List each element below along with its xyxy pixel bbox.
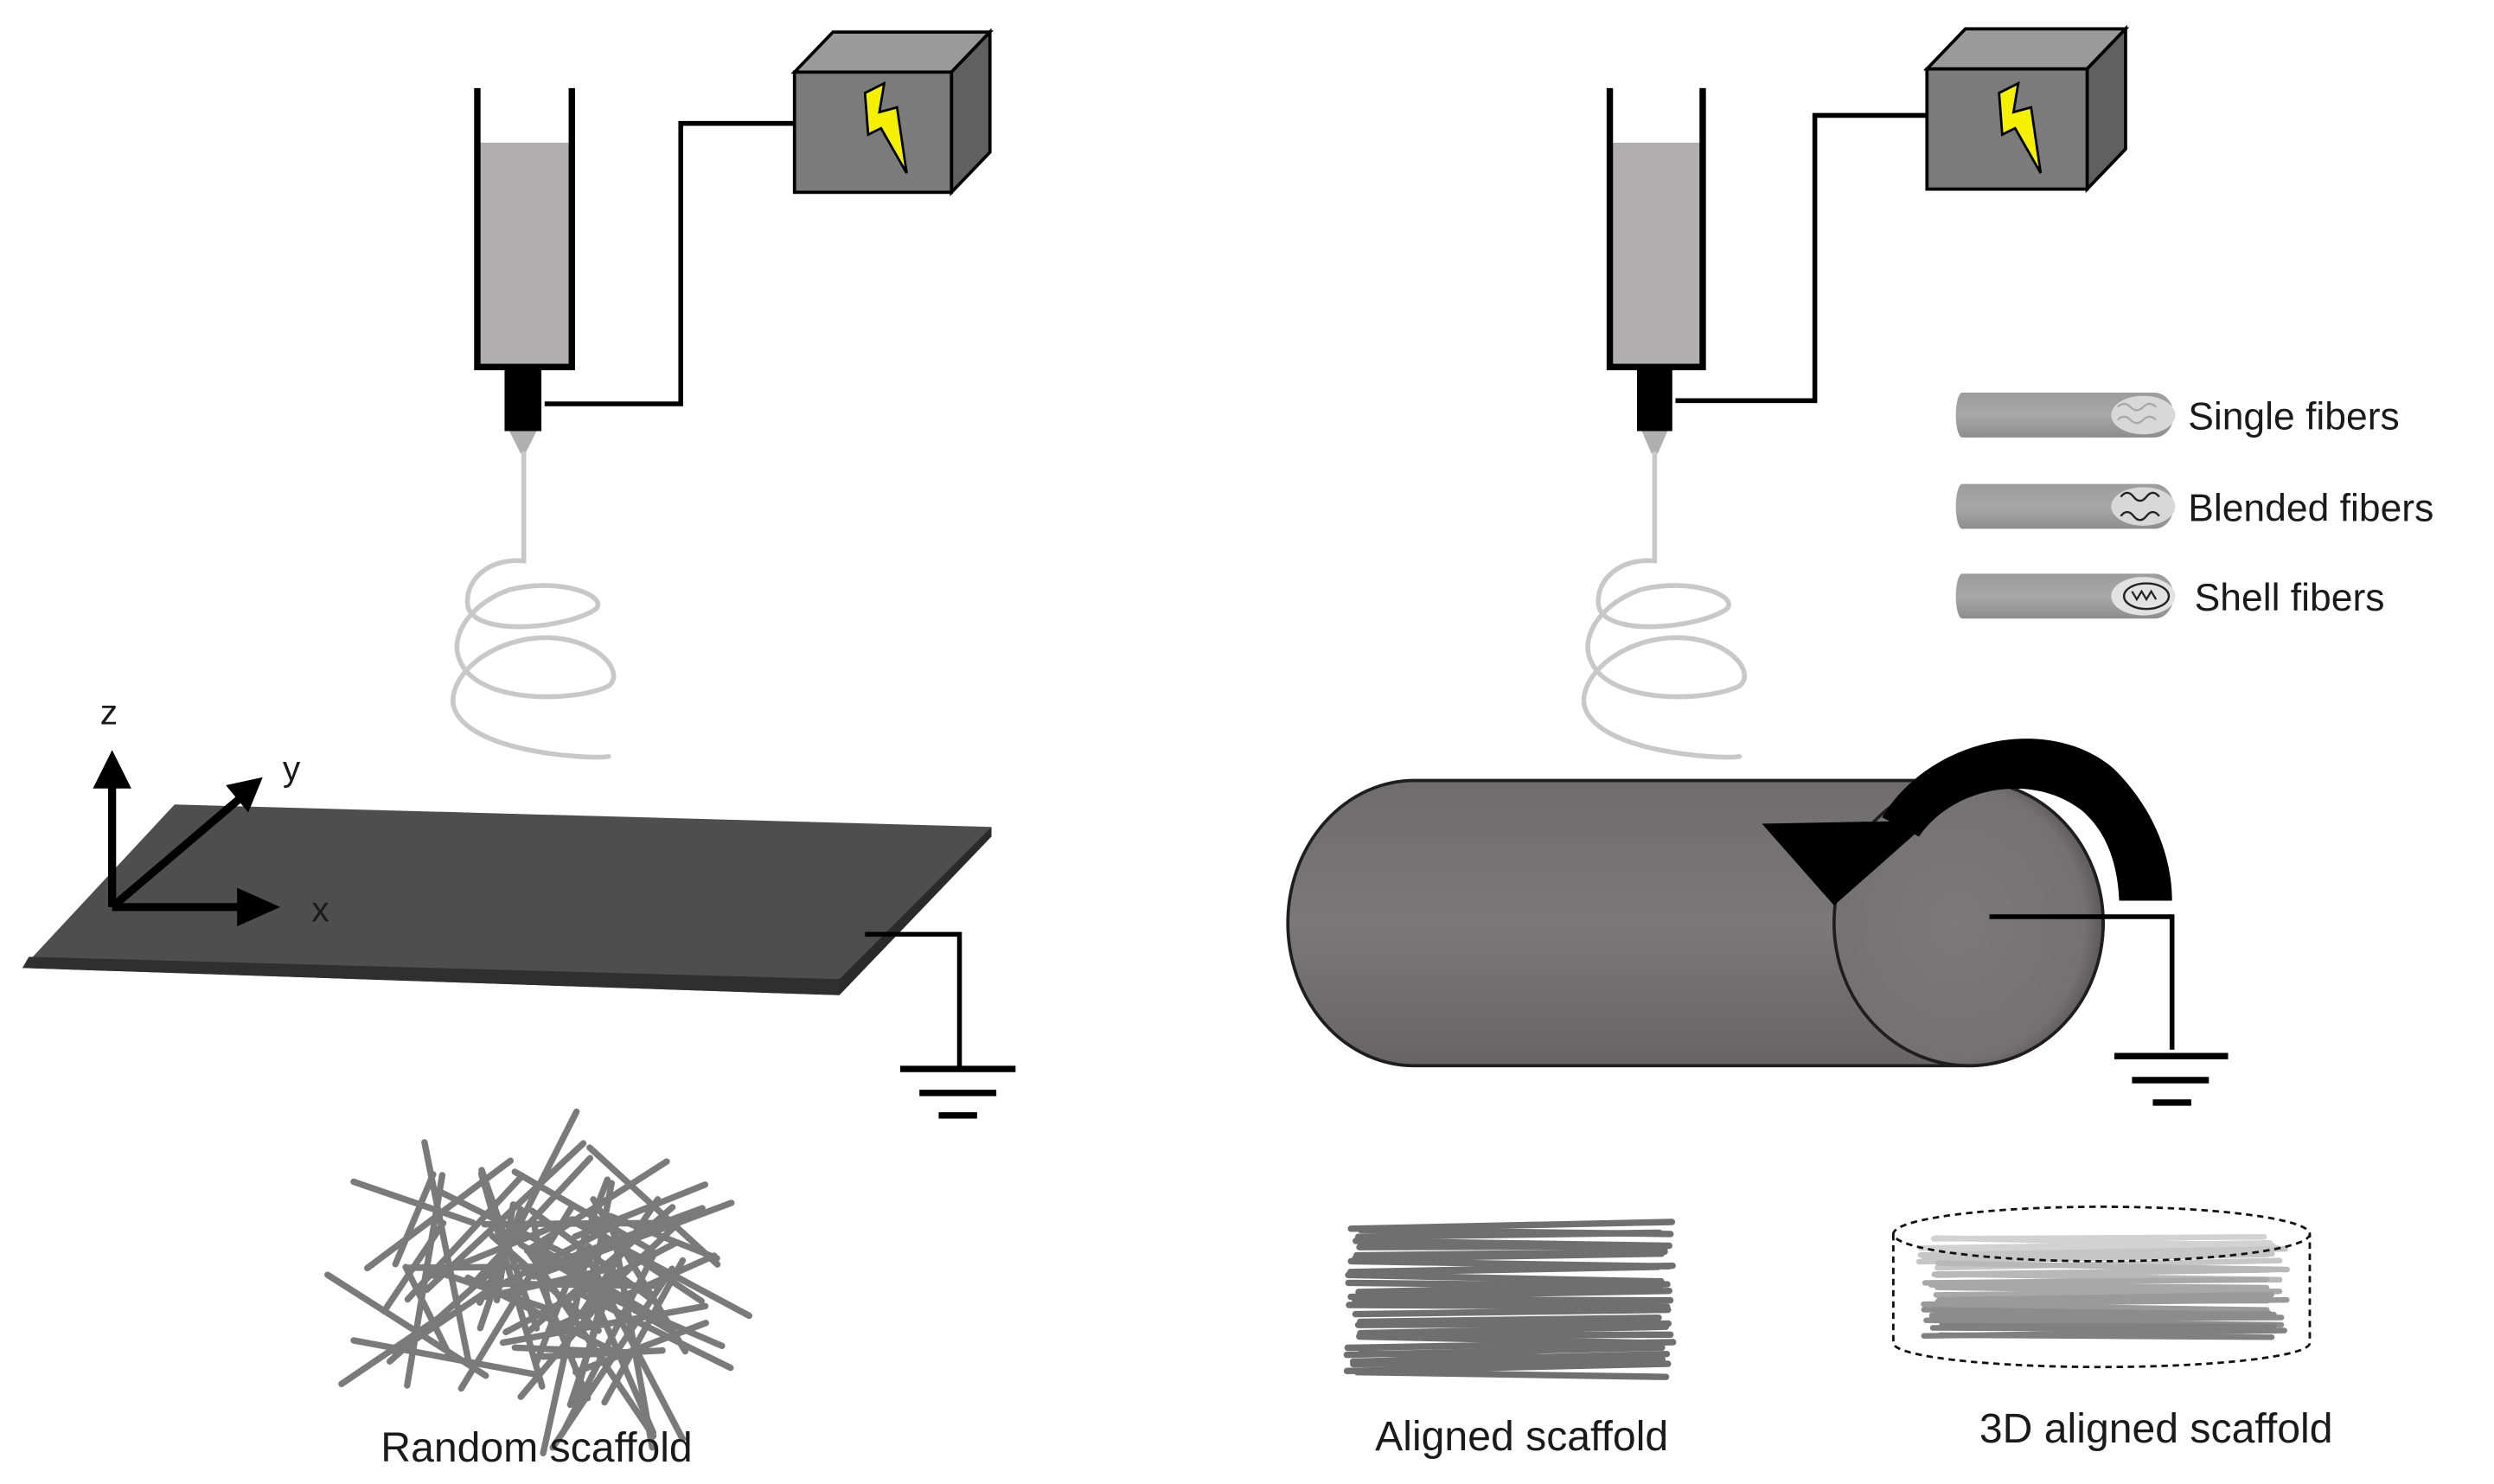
legend-label-blended: Blended fibers xyxy=(2188,487,2433,529)
random-scaffold-illustration xyxy=(324,1108,753,1456)
power-supply-left xyxy=(790,28,994,196)
aligned-scaffold-illustration xyxy=(1343,1219,1677,1380)
fiber-strand xyxy=(392,1171,437,1268)
fiber-strand xyxy=(1348,1263,1662,1276)
fiber-strand xyxy=(402,1263,454,1361)
right-setup xyxy=(1286,24,2229,1106)
fiber-strand xyxy=(1355,1229,1663,1240)
collector-plate xyxy=(22,804,992,995)
fiber-strand xyxy=(586,1144,721,1268)
3d-fiber-stack xyxy=(1915,1234,2290,1340)
fiber-strand xyxy=(477,1170,546,1390)
fiber-strand xyxy=(1933,1289,2283,1298)
legend-item-blended-fibers: Blended fibers xyxy=(1955,483,2433,529)
fiber-strand xyxy=(575,1289,734,1372)
ground-wire-left xyxy=(865,931,962,1068)
polymer-jet-right xyxy=(1581,451,1747,760)
3d-aligned-scaffold-illustration xyxy=(1892,1206,2312,1369)
ground-wire-right xyxy=(1989,914,2175,1050)
fiber-strand xyxy=(1355,1281,1671,1295)
lightning-bolt-icon xyxy=(1998,80,2043,174)
fiber-strand xyxy=(499,1302,709,1346)
caption-3d-aligned-scaffold: 3D aligned scaffold xyxy=(1979,1405,2333,1452)
fiber-strand xyxy=(560,1250,658,1436)
fiber-strand xyxy=(536,1244,653,1316)
legend-item-single-fibers: Single fibers xyxy=(1955,393,2400,438)
fiber-strand xyxy=(525,1248,657,1440)
fiber-strand xyxy=(1346,1302,1671,1310)
legend-label-single: Single fibers xyxy=(2188,396,2400,438)
axis-label-x: x xyxy=(311,890,329,930)
fiber-strand xyxy=(464,1274,630,1361)
single-fiber-icon xyxy=(2111,395,2176,435)
fiber-strand xyxy=(1357,1323,1670,1337)
fiber-strand xyxy=(468,1155,594,1289)
fiber-strand xyxy=(386,1255,509,1365)
legend-item-shell-fibers: Shell fibers xyxy=(1955,573,2385,619)
fiber-strand xyxy=(350,1178,476,1226)
fiber-strand xyxy=(1937,1332,2275,1340)
rotation-arrow-icon xyxy=(1762,739,2172,906)
fiber-strand xyxy=(1928,1310,2273,1319)
fiber-strand xyxy=(1915,1251,2271,1265)
fiber-strand xyxy=(1353,1368,1670,1380)
fiber-strand xyxy=(539,1346,666,1360)
fiber-strand xyxy=(1352,1250,1666,1263)
high-voltage-wire-left xyxy=(544,120,795,406)
fiber-strand xyxy=(1344,1339,1677,1352)
syringe-right xyxy=(1606,87,1706,454)
power-supply-right xyxy=(1922,24,2130,194)
lightning-bolt-icon xyxy=(863,80,908,174)
fiber-strand xyxy=(1357,1314,1662,1326)
fiber-strand xyxy=(350,1337,537,1378)
fiber-strand xyxy=(1354,1320,1672,1328)
fiber-strand xyxy=(1931,1302,2270,1313)
fiber-strand xyxy=(404,1172,526,1303)
fiber-strand xyxy=(1347,1287,1672,1301)
polymer-jet-left xyxy=(451,451,617,760)
axis-label-z: z xyxy=(100,693,118,732)
ground-symbol-left xyxy=(899,1065,1016,1119)
fiber-strand xyxy=(1928,1282,2270,1291)
fiber-strand xyxy=(364,1157,515,1272)
ground-symbol-right xyxy=(2114,1052,2229,1106)
axis-label-y: y xyxy=(283,748,301,788)
caption-aligned-scaffold: Aligned scaffold xyxy=(1375,1413,1668,1460)
fiber-strand xyxy=(549,1265,675,1451)
fiber-strand xyxy=(1352,1306,1672,1318)
fiber-type-legend: Single fibers Blended fibers Shell fiber… xyxy=(1955,393,2433,619)
axis-arrows: z y x xyxy=(93,693,329,930)
syringe-left xyxy=(474,87,575,454)
rotating-drum-collector xyxy=(1286,778,2105,1068)
caption-random-scaffold: Random scaffold xyxy=(380,1424,692,1471)
fiber-strand xyxy=(573,1220,753,1320)
fiber-strand xyxy=(1922,1276,2269,1286)
fiber-strand xyxy=(1356,1243,1671,1251)
fiber-strand xyxy=(1349,1351,1671,1366)
legend-label-shell: Shell fibers xyxy=(2195,577,2385,619)
high-voltage-wire-right xyxy=(1675,112,1928,404)
fiber-strand xyxy=(1345,1271,1665,1285)
fiber-strand xyxy=(324,1271,489,1379)
fiber-strand xyxy=(1350,1358,1666,1368)
left-setup: z y x xyxy=(22,28,1016,1119)
